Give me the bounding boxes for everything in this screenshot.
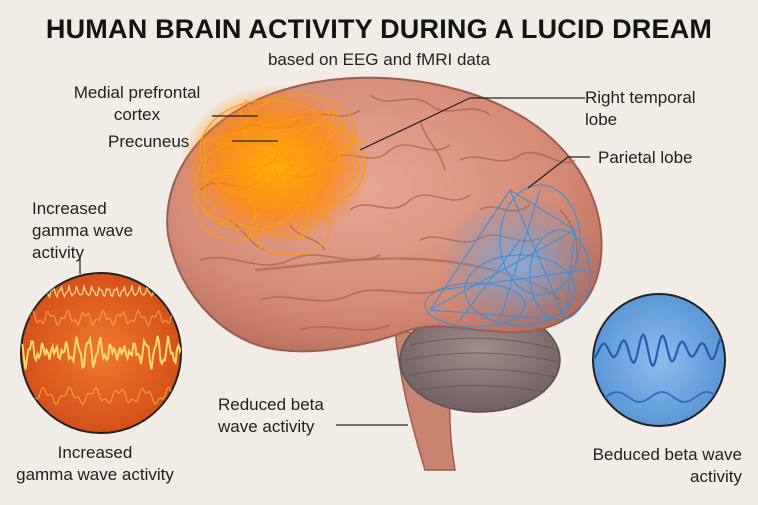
page-subtitle: based on EEG and fMRI data	[267, 50, 491, 69]
label-medial-prefrontal-line1: Medial prefrontal	[73, 83, 201, 102]
label-precuneus: Precuneus	[108, 132, 190, 151]
label-gamma-top: Increased gamma wave activity	[32, 198, 133, 264]
orange-activity-network	[194, 94, 366, 256]
label-right-temporal-line2: lobe	[585, 110, 618, 129]
gamma-wave-circle	[20, 272, 182, 434]
beta-wave-circle	[592, 293, 726, 427]
label-reduced-beta-line1: Reduced beta	[218, 395, 324, 414]
label-right-temporal-line1: Right temporal	[585, 88, 696, 107]
label-parietal: Parietal lobe	[598, 148, 693, 167]
leader-parietal-b	[527, 156, 569, 189]
label-gamma-bottom: Increased gamma wave activity	[0, 442, 190, 486]
cerebellum-folds	[404, 337, 559, 393]
blue-activity-network	[424, 184, 591, 328]
label-gamma-top-line3: activity	[32, 243, 84, 262]
label-medial-prefrontal-line2: cortex	[113, 105, 161, 124]
leader-lines	[79, 97, 590, 426]
leader-right-temporal-b	[359, 97, 471, 151]
label-beduced-beta-line2: activity	[690, 467, 742, 486]
beta-wave-traces	[593, 333, 725, 403]
label-gamma-top-line1: Increased	[32, 199, 107, 218]
page-title: HUMAN BRAIN ACTIVITY DURING A LUCID DREA…	[45, 14, 713, 44]
label-beduced-beta: Beduced beta wave activity	[572, 444, 742, 488]
label-gamma-top-line2: gamma wave	[32, 221, 134, 240]
label-right-temporal: Right temporal lobe	[585, 87, 696, 131]
label-gamma-bottom-line2: gamma wave activity	[16, 465, 174, 484]
label-medial-prefrontal: Medial prefrontal cortex	[62, 82, 212, 126]
label-beduced-beta-line1: Beduced beta wave	[592, 445, 742, 464]
label-gamma-bottom-line1: Increased	[57, 443, 133, 462]
label-reduced-beta: Reduced beta wave activity	[218, 394, 324, 438]
label-reduced-beta-line2: wave activity	[218, 417, 315, 436]
